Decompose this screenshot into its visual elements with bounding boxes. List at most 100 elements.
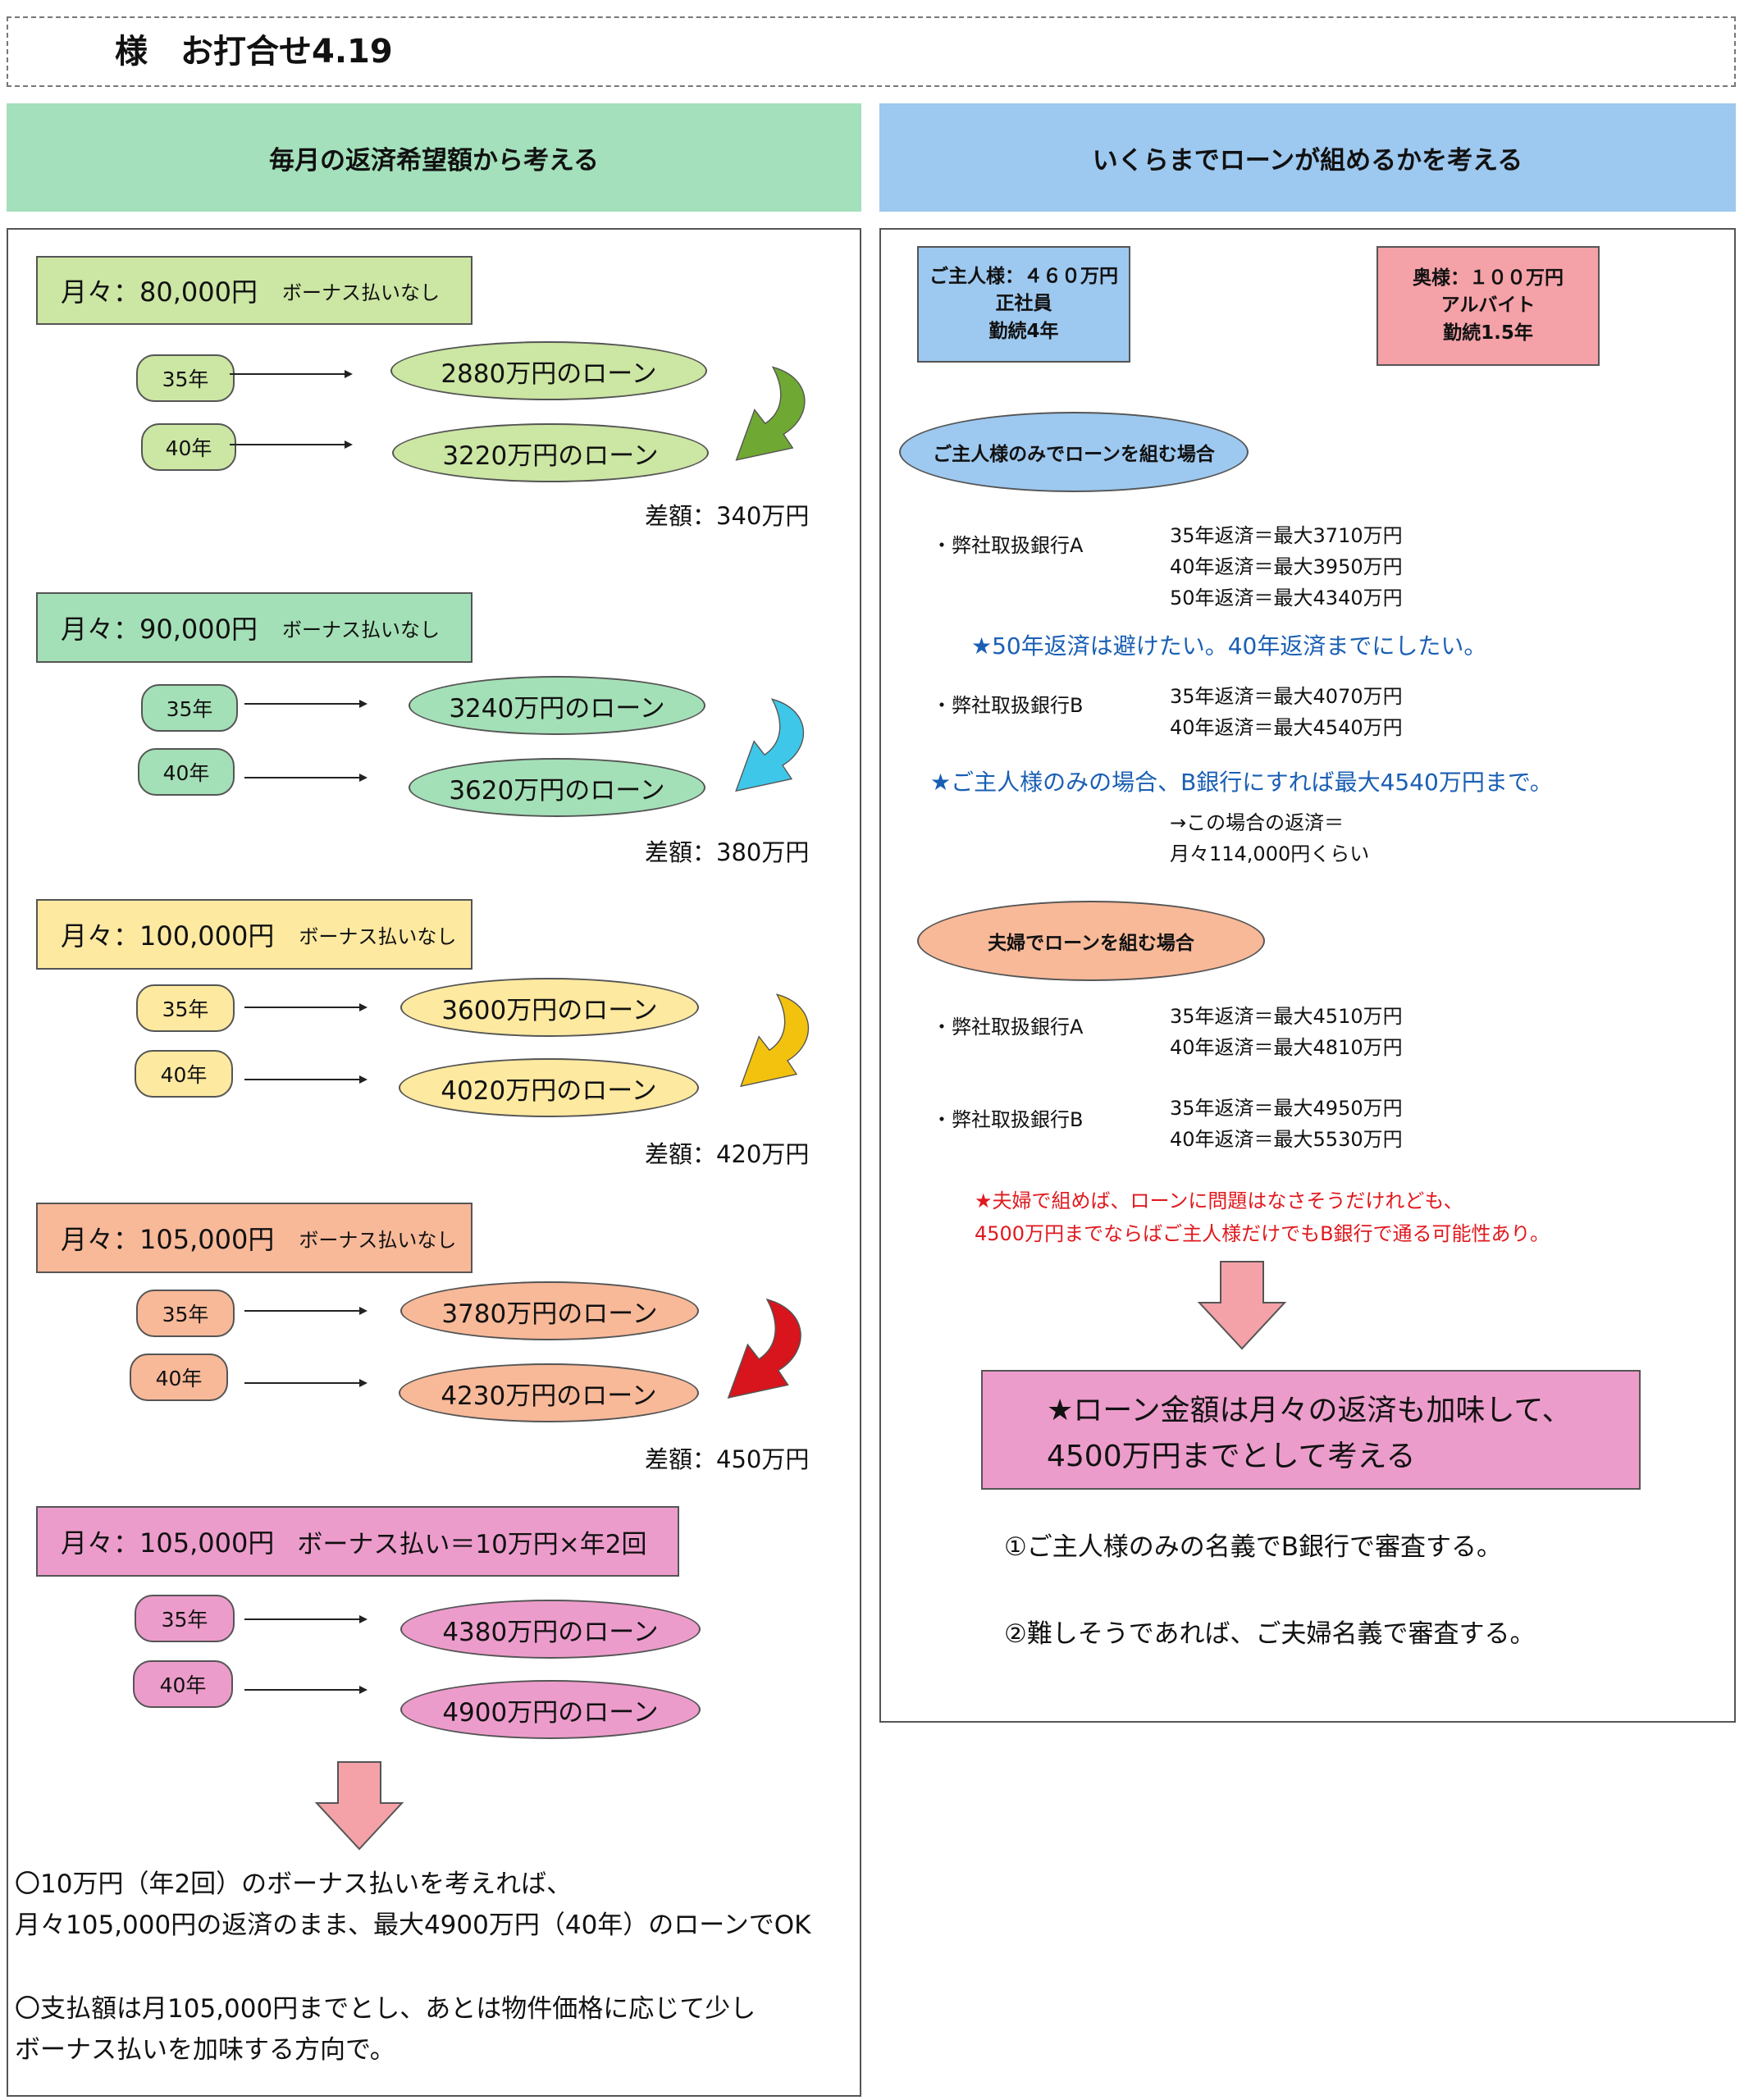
difference-label: 差額：420万円: [645, 1140, 810, 1168]
right-down-arrow: [1197, 1261, 1287, 1350]
arrow-35-icon: [244, 1307, 368, 1315]
husband-income: ご主人様：４６０万円: [929, 265, 1118, 287]
rate-row: 40年返済＝最大4810万円: [1170, 1036, 1403, 1059]
left-conclusion-line-1: 〇10万円（年2回）のボーナス払いを考えれば、: [15, 1869, 573, 1899]
left-conclusion-line-3: 〇支払額は月105,000円までとし、あとは物件価格に応じて少し: [15, 1994, 756, 2024]
plan-box: 月々：80,000円ボーナス払いなし: [36, 256, 473, 325]
plan-box: 月々：105,000円ボーナス払いなし: [36, 1203, 473, 1273]
term-35-pill: 35年: [136, 1290, 235, 1337]
title-bar: [7, 16, 1736, 87]
curved-arrow-icon: [735, 366, 806, 461]
loan-40-pill: 4900万円のローン: [400, 1680, 701, 1739]
left-section-header: 毎月の返済希望額から考える: [7, 103, 861, 212]
couple-bank-b: ・弊社取扱銀行B: [932, 1108, 1084, 1131]
difference-label: 差額：340万円: [645, 502, 810, 530]
arrow-35-icon: [230, 370, 353, 378]
right-section-header: いくらまでローンが組めるかを考える: [879, 103, 1736, 212]
husband-only-note-b: ★ご主人様のみの場合、B銀行にすれば最大4540万円まで。: [930, 769, 1553, 796]
arrow-40-icon: [244, 1379, 368, 1387]
curved-arrow-icon: [735, 698, 804, 792]
left-conclusion-line-2: 月々105,000円の返済のまま、最大4900万円（40年）のローンでOK: [15, 1911, 811, 1940]
husband-only-repayment: →この場合の返済＝ 月々114,000円くらい: [1170, 807, 1369, 870]
arrow-35-icon: [244, 1615, 368, 1623]
rate-row: 40年返済＝最大4540万円: [1170, 716, 1403, 739]
wife-income: 奥様：１００万円: [1413, 267, 1564, 289]
rate-row: 40年返済＝最大3950万円: [1170, 555, 1403, 578]
rate-row: 35年返済＝最大3710万円: [1170, 524, 1403, 547]
husband-only-bank-b-rates: 35年返済＝最大4070万円 40年返済＝最大4540万円: [1170, 681, 1403, 743]
conclusion-box: ★ローン金額は月々の返済も加味して、 4500万円までとして考える: [981, 1370, 1641, 1490]
loan-40-pill: 3620万円のローン: [409, 758, 705, 817]
term-40-pill: 40年: [133, 1660, 233, 1708]
loan-35-pill: 2880万円のローン: [390, 341, 707, 400]
difference-label: 差額：450万円: [645, 1445, 810, 1473]
term-40-pill: 40年: [141, 423, 236, 471]
husband-only-label: ご主人様のみでローンを組む場合: [899, 412, 1249, 492]
rate-row: 50年返済＝最大4340万円: [1170, 587, 1403, 609]
loan-35-pill: 3240万円のローン: [409, 676, 705, 735]
left-panel: [7, 228, 861, 2097]
term-35-pill: 35年: [136, 984, 235, 1032]
difference-label: 差額：380万円: [645, 838, 810, 866]
bonus-condition: ボーナス払いなし: [299, 924, 457, 948]
loan-40-pill: 4020万円のローン: [399, 1058, 699, 1117]
term-40-pill: 40年: [130, 1354, 228, 1401]
page-title: 様 お打合せ4.19: [115, 33, 393, 71]
loan-35-pill: 4380万円のローン: [400, 1600, 701, 1659]
arrow-40-icon: [244, 774, 368, 782]
arrow-40-icon: [244, 1075, 368, 1084]
step-1: ①ご主人様のみの名義でB銀行で審査する。: [1004, 1532, 1503, 1562]
husband-info-box: ご主人様：４６０万円 正社員 勤続4年: [917, 246, 1130, 363]
monthly-amount: 月々：100,000円: [61, 920, 275, 952]
curved-arrow-icon: [740, 993, 809, 1088]
rate-row: 40年返済＝最大5530万円: [1170, 1128, 1403, 1151]
monthly-amount: 月々：80,000円: [61, 276, 258, 308]
couple-bank-b-rates: 35年返済＝最大4950万円 40年返済＝最大5530万円: [1170, 1093, 1403, 1155]
couple-note-line: 4500万円までならばご主人様だけでもB銀行で通る可能性あり。: [975, 1222, 1550, 1245]
monthly-amount: 月々：105,000円: [61, 1527, 275, 1559]
rate-row: 35年返済＝最大4070万円: [1170, 685, 1403, 708]
husband-tenure: 勤続4年: [988, 320, 1059, 342]
term-40-pill: 40年: [138, 748, 235, 796]
couple-note-line: ★夫婦で組めば、ローンに問題はなさそうだけれども、: [975, 1189, 1463, 1212]
curved-arrow-icon: [727, 1298, 801, 1399]
arrow-35-icon: [244, 700, 368, 708]
loan-40-pill: 4230万円のローン: [399, 1363, 699, 1422]
husband-employment: 正社員: [995, 293, 1052, 315]
loan-35-pill: 3600万円のローン: [400, 978, 699, 1037]
repayment-line: 月々114,000円くらい: [1170, 842, 1370, 865]
husband-only-bank-b: ・弊社取扱銀行B: [932, 694, 1084, 717]
couple-label: 夫婦でローンを組む場合: [917, 901, 1265, 981]
term-35-pill: 35年: [135, 1595, 235, 1642]
bonus-condition: ボーナス払いなし: [281, 618, 440, 641]
husband-only-note-a: ★50年返済は避けたい。40年返済までにしたい。: [971, 632, 1487, 660]
plan-box: 月々：105,000円ボーナス払い＝10万円×年2回: [36, 1506, 679, 1577]
arrow-40-icon: [244, 1686, 368, 1694]
term-40-pill: 40年: [135, 1050, 233, 1098]
rate-row: 35年返済＝最大4510万円: [1170, 1005, 1403, 1028]
plan-box: 月々：100,000円ボーナス払いなし: [36, 899, 473, 970]
bonus-condition: ボーナス払いなし: [299, 1228, 457, 1252]
arrow-40-icon: [230, 441, 353, 449]
couple-bank-a: ・弊社取扱銀行A: [932, 1016, 1084, 1039]
husband-only-bank-a-rates: 35年返済＝最大3710万円 40年返済＝最大3950万円 50年返済＝最大43…: [1170, 520, 1403, 614]
loan-40-pill: 3220万円のローン: [392, 423, 709, 482]
left-conclusion-line-4: ボーナス払いを加味する方向で。: [15, 2035, 395, 2065]
bonus-condition: ボーナス払い＝10万円×年2回: [297, 1529, 647, 1559]
term-35-pill: 35年: [136, 354, 235, 402]
bonus-condition: ボーナス払いなし: [281, 281, 440, 304]
rate-row: 35年返済＝最大4950万円: [1170, 1097, 1403, 1120]
couple-note: ★夫婦で組めば、ローンに問題はなさそうだけれども、 4500万円までならばご主人…: [975, 1185, 1550, 1250]
couple-bank-a-rates: 35年返済＝最大4510万円 40年返済＝最大4810万円: [1170, 1001, 1403, 1063]
step-2: ②難しそうであれば、ご夫婦名義で審査する。: [1004, 1619, 1536, 1649]
loan-35-pill: 3780万円のローン: [400, 1281, 699, 1340]
monthly-amount: 月々：90,000円: [61, 614, 258, 645]
wife-employment: アルバイト: [1440, 294, 1536, 317]
monthly-amount: 月々：105,000円: [61, 1224, 275, 1255]
conclusion-line: 4500万円までとして考える: [1047, 1440, 1416, 1473]
arrow-35-icon: [244, 1003, 368, 1011]
wife-info-box: 奥様：１００万円 アルバイト 勤続1.5年: [1376, 246, 1600, 366]
repayment-line: →この場合の返済＝: [1170, 811, 1345, 834]
plan-box: 月々：90,000円ボーナス払いなし: [36, 592, 473, 663]
term-35-pill: 35年: [141, 684, 238, 732]
